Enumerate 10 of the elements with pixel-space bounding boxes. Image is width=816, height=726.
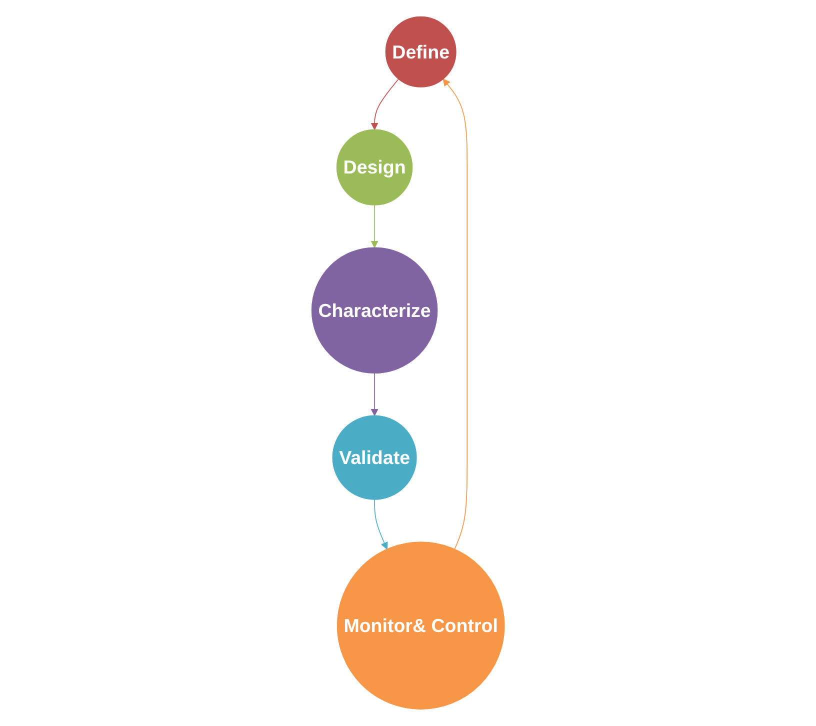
node-circle: Define: [385, 16, 456, 88]
arrow: [370, 372, 378, 416]
arrow: [374, 499, 388, 550]
arrow: [370, 204, 378, 248]
node-circle: Design: [336, 129, 413, 206]
node-circle: Monitor& Control: [336, 542, 505, 710]
node-circle: Validate: [332, 415, 417, 500]
arrow: [370, 78, 399, 130]
arrow: [442, 78, 468, 550]
node-circle: Characterize: [311, 247, 438, 374]
